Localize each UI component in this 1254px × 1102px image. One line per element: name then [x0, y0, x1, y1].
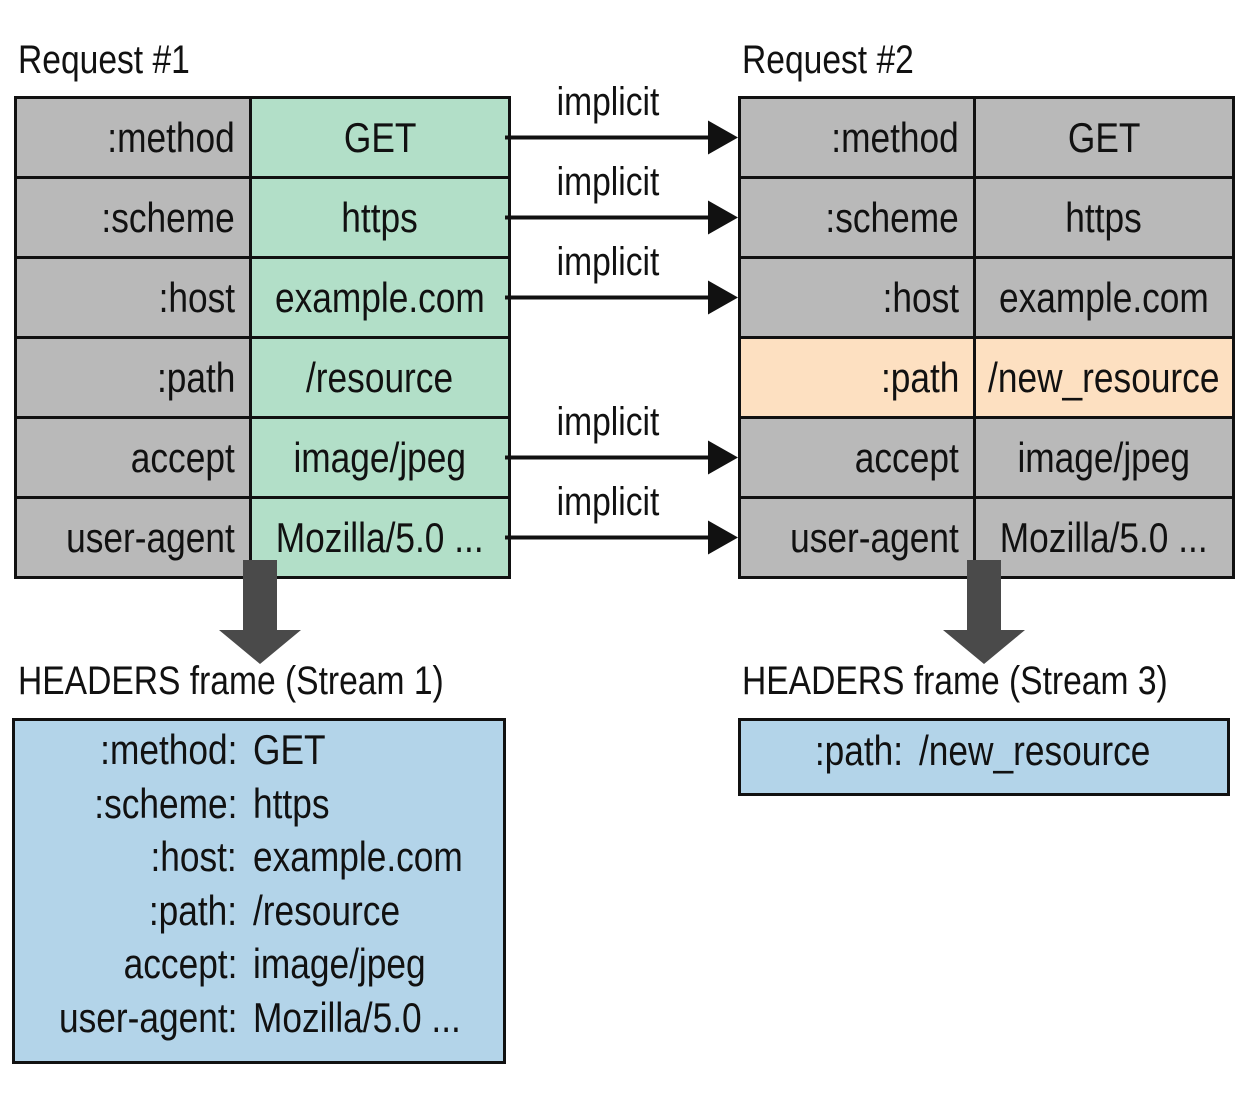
request2-key-label: :method: [831, 113, 959, 161]
request2-value-cell: example.com: [976, 259, 1232, 336]
implicit-arrow-label: implicit: [556, 159, 660, 204]
frame1-title: HEADERS frame (Stream 1): [18, 659, 444, 703]
frame1-value-label: image/jpeg: [253, 940, 426, 987]
arrow-head-icon: [708, 120, 738, 155]
request1-key-cell: accept: [17, 419, 249, 496]
implicit-arrow-label: implicit: [556, 239, 660, 284]
frame1-value-label: /resource: [253, 886, 401, 934]
request1-key-cell: :path: [17, 339, 249, 416]
request2-value-label: /new_resource: [988, 353, 1220, 401]
request1-value-cell: https: [252, 179, 508, 256]
request2-key-cell: :scheme: [741, 179, 973, 256]
frame1-value-label: Mozilla/5.0 ...: [253, 993, 461, 1041]
down-arrow-icon: [219, 560, 301, 664]
request2-value-label: GET: [1067, 113, 1141, 161]
frame1-key-label: :path:: [148, 886, 237, 934]
down-arrow-icon: [943, 560, 1025, 664]
arrow-head-icon: [708, 200, 738, 235]
frame1-key-label: :scheme:: [93, 779, 237, 827]
request1-value-cell: GET: [252, 99, 508, 176]
request1-value-label: example.com: [275, 273, 485, 321]
request2-key-cell: :path: [741, 339, 973, 416]
request2-key-label: user-agent: [790, 513, 959, 561]
request1-value-cell: example.com: [252, 259, 508, 336]
request1-value-label: GET: [343, 113, 417, 161]
request2-value-cell: /new_resource: [976, 339, 1232, 416]
request1-key-cell: user-agent: [17, 499, 249, 576]
request1-value-cell: /resource: [252, 339, 508, 416]
request2-header-table: :method GET :scheme https :host example.com :p…: [738, 96, 1235, 579]
frame1-key-label: user-agent:: [58, 993, 237, 1041]
request1-key-label: user-agent: [66, 513, 235, 561]
implicit-arrow-label: implicit: [556, 399, 660, 444]
request1-key-cell: :host: [17, 259, 249, 336]
request1-key-label: :scheme: [101, 193, 235, 241]
request1-value-label: image/jpeg: [293, 433, 467, 481]
request2-value-label: example.com: [999, 273, 1209, 321]
request2-value-cell: https: [976, 179, 1232, 256]
request1-value-cell: image/jpeg: [252, 419, 508, 496]
implicit-arrow-label: implicit: [556, 79, 660, 124]
request2-value-cell: image/jpeg: [976, 419, 1232, 496]
request1-key-label: :host: [158, 273, 235, 321]
frame3-key-label: :path:: [814, 727, 903, 774]
request2-key-label: :scheme: [825, 193, 959, 241]
implicit-arrow-label: implicit: [556, 479, 660, 524]
frame3-title: HEADERS frame (Stream 3): [742, 659, 1168, 703]
frame1-value-label: example.com: [253, 833, 463, 880]
request1-key-label: accept: [131, 433, 235, 481]
frame1-row: :path: /resource: [15, 887, 503, 941]
request1-key-cell: :method: [17, 99, 249, 176]
frame1-row: user-agent: Mozilla/5.0 ...: [15, 994, 503, 1048]
frame1-row: accept: image/jpeg: [15, 940, 503, 994]
request2-key-cell: :method: [741, 99, 973, 176]
request1-key-label: :path: [156, 353, 235, 401]
headers-frame-stream-1: :method: GET :scheme: https :host: example.co…: [12, 718, 506, 1064]
frame3-row: :path: /new_resource: [741, 727, 1227, 781]
request1-header-table: :method GET :scheme https :host example.com :p…: [14, 96, 511, 579]
frame1-value-label: https: [253, 779, 330, 827]
request2-value-label: image/jpeg: [1017, 433, 1191, 481]
request1-key-cell: :scheme: [17, 179, 249, 256]
request2-value-cell: GET: [976, 99, 1232, 176]
arrow-head-icon: [708, 520, 738, 555]
request2-key-cell: :host: [741, 259, 973, 336]
request2-key-label: accept: [855, 433, 959, 481]
request2-key-cell: user-agent: [741, 499, 973, 576]
arrow-head-icon: [708, 440, 738, 475]
frame3-value-label: /new_resource: [919, 727, 1151, 774]
arrow-head-icon: [708, 280, 738, 315]
request1-value-label: /resource: [306, 353, 454, 401]
request1-title: Request #1: [18, 38, 190, 82]
request2-value-label: Mozilla/5.0 ...: [1000, 513, 1208, 561]
request2-key-label: :host: [882, 273, 959, 321]
headers-frame-stream-3: :path: /new_resource: [738, 718, 1230, 796]
frame1-row: :method: GET: [15, 726, 503, 780]
request2-key-label: :path: [880, 353, 959, 401]
request2-value-label: https: [1065, 193, 1143, 241]
request1-value-label: https: [341, 193, 419, 241]
request1-key-label: :method: [107, 113, 235, 161]
request2-value-cell: Mozilla/5.0 ...: [976, 499, 1232, 576]
request2-title: Request #2: [742, 38, 914, 82]
frame1-key-label: :host:: [150, 833, 237, 880]
frame1-value-label: GET: [253, 726, 326, 773]
request1-value-cell: Mozilla/5.0 ...: [252, 499, 508, 576]
frame1-row: :scheme: https: [15, 780, 503, 834]
frame1-key-label: accept:: [123, 940, 237, 987]
frame1-key-label: :method:: [99, 726, 237, 773]
frame1-row: :host: example.com: [15, 833, 503, 887]
request2-key-cell: accept: [741, 419, 973, 496]
request1-value-label: Mozilla/5.0 ...: [276, 513, 484, 561]
